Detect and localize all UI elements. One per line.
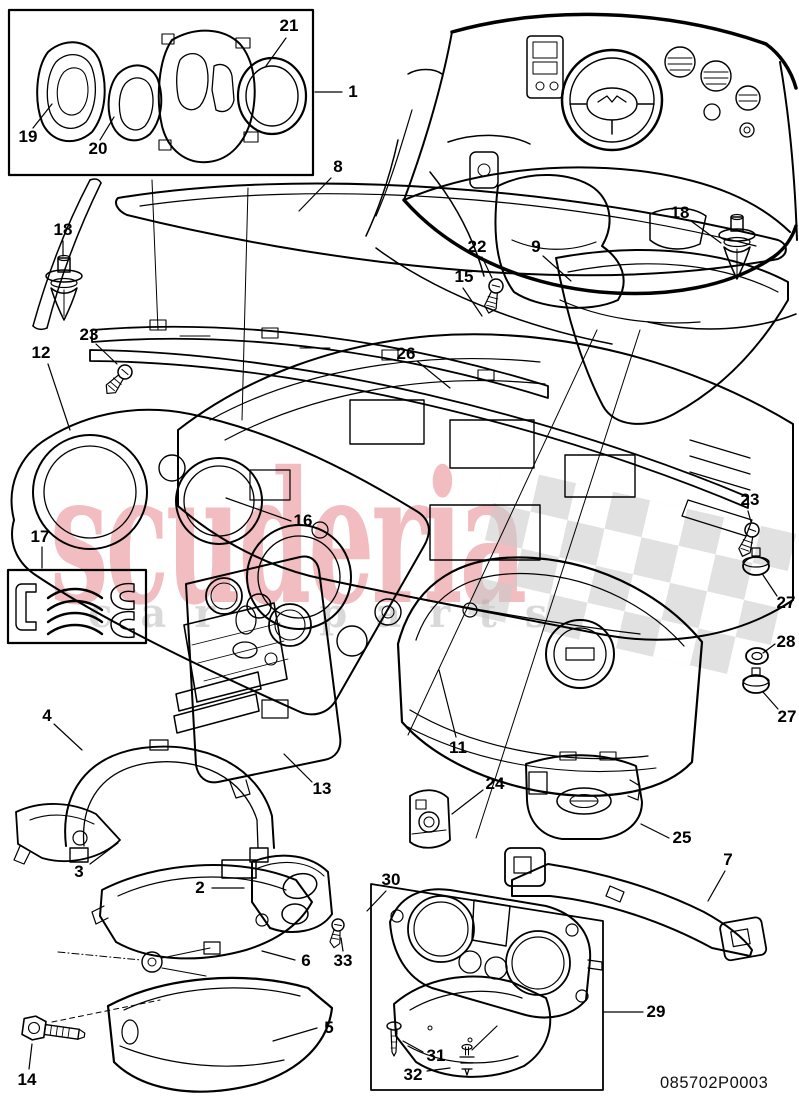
- callout-15: 15: [454, 267, 474, 286]
- part-21-bezel-ring: [236, 56, 308, 136]
- callout-27-top: 27: [776, 593, 796, 612]
- callout-13: 13: [312, 779, 332, 798]
- callout-30: 30: [381, 870, 401, 889]
- part-13-center-console: [173, 555, 342, 799]
- part-30-cluster-housing: [389, 888, 603, 1019]
- watermark-brand: scuderia: [50, 430, 527, 646]
- assembly-axis-line: [51, 999, 161, 1023]
- callout-23-right: 23: [740, 490, 760, 509]
- callout-18-right: 18: [670, 203, 690, 222]
- part-31-screw: [386, 1021, 402, 1057]
- callout-32: 32: [403, 1065, 423, 1084]
- part-22-screw: [483, 278, 504, 314]
- part-23-screw-left: [105, 364, 133, 395]
- part-16-bezel-ring: [175, 457, 263, 545]
- callout-20: 20: [88, 139, 108, 158]
- callout-16: 16: [293, 511, 313, 530]
- part-11-glovebox-panel: [396, 556, 704, 797]
- callout-28: 28: [776, 632, 796, 651]
- callout-17: 17: [30, 527, 50, 546]
- callout-8: 8: [333, 157, 343, 176]
- inset-box-29: [370, 883, 604, 1091]
- callout-27-bottom: 27: [777, 707, 797, 726]
- callout-23-left: 23: [79, 325, 99, 344]
- part-26-rail: [89, 319, 749, 509]
- part-18-clip-right: [718, 213, 756, 280]
- inset-box-17: [6, 568, 148, 645]
- part-3-bracket: [13, 803, 121, 865]
- callout-4: 4: [42, 706, 52, 725]
- part-29-cluster-hood: [393, 975, 552, 1078]
- callout-11: 11: [449, 738, 467, 757]
- inset-box-1: [7, 8, 315, 177]
- callout-3: 3: [74, 862, 84, 881]
- part-18-clip-left: [45, 254, 83, 321]
- part-8-top-cover: [115, 182, 787, 277]
- dashboard-substrate: [177, 333, 794, 641]
- part-6-column-shroud-upper: [91, 859, 313, 960]
- callout-19: 19: [18, 127, 38, 146]
- trim-bracket-shape: [15, 583, 37, 631]
- part-5-column-shroud-lower: [106, 976, 334, 1093]
- cabin-overview-sketch: [365, 12, 798, 345]
- callout-26: 26: [396, 344, 416, 363]
- callout-2: 2: [195, 878, 205, 897]
- callout-9: 9: [531, 237, 541, 256]
- part-25-lock-bracket: [525, 751, 643, 840]
- pillar-trim: [32, 178, 102, 331]
- callout-7: 7: [723, 850, 733, 869]
- part-2-switch-cowl: [251, 854, 333, 933]
- part-32-clip: [459, 1043, 475, 1076]
- callout-33: 33: [333, 951, 353, 970]
- part-28-washer: [745, 647, 769, 665]
- callout-18-left: 18: [53, 220, 73, 239]
- callout-25: 25: [672, 828, 692, 847]
- part-24-bracket: [409, 789, 451, 849]
- part-21-vent-frame: [157, 29, 256, 164]
- callout-12: 12: [31, 343, 51, 362]
- part-20-vent-seal: [107, 64, 163, 142]
- callout-5: 5: [324, 1018, 334, 1037]
- callout-24: 24: [485, 774, 505, 793]
- part-33-screw: [329, 918, 345, 949]
- callout-1: 1: [348, 82, 358, 101]
- part-12-cluster-fascia: [10, 408, 430, 716]
- part-23-screw-right: [738, 522, 760, 557]
- part-27-grommet-top: [742, 547, 770, 576]
- part-9-top-pad: [555, 249, 789, 425]
- brand-wings-icon: [597, 95, 627, 103]
- callout-6: 6: [301, 951, 311, 970]
- part-14-bolt: [21, 1015, 86, 1041]
- callout-31: 31: [426, 1046, 446, 1065]
- part-19-vent-housing: [36, 41, 106, 142]
- part-7-support-rail: [504, 847, 768, 962]
- part-27-grommet-bottom: [742, 667, 770, 694]
- callout-14: 14: [17, 1070, 37, 1089]
- callout-29: 29: [646, 1002, 666, 1021]
- callout-21: 21: [279, 16, 299, 35]
- column-latch-detail: [57, 941, 221, 977]
- leader-lines: [28, 37, 779, 1072]
- drawing-part-number: 085702P0003: [660, 1074, 769, 1092]
- callout-22: 22: [467, 237, 487, 256]
- part-4-upper-cowl: [64, 739, 275, 863]
